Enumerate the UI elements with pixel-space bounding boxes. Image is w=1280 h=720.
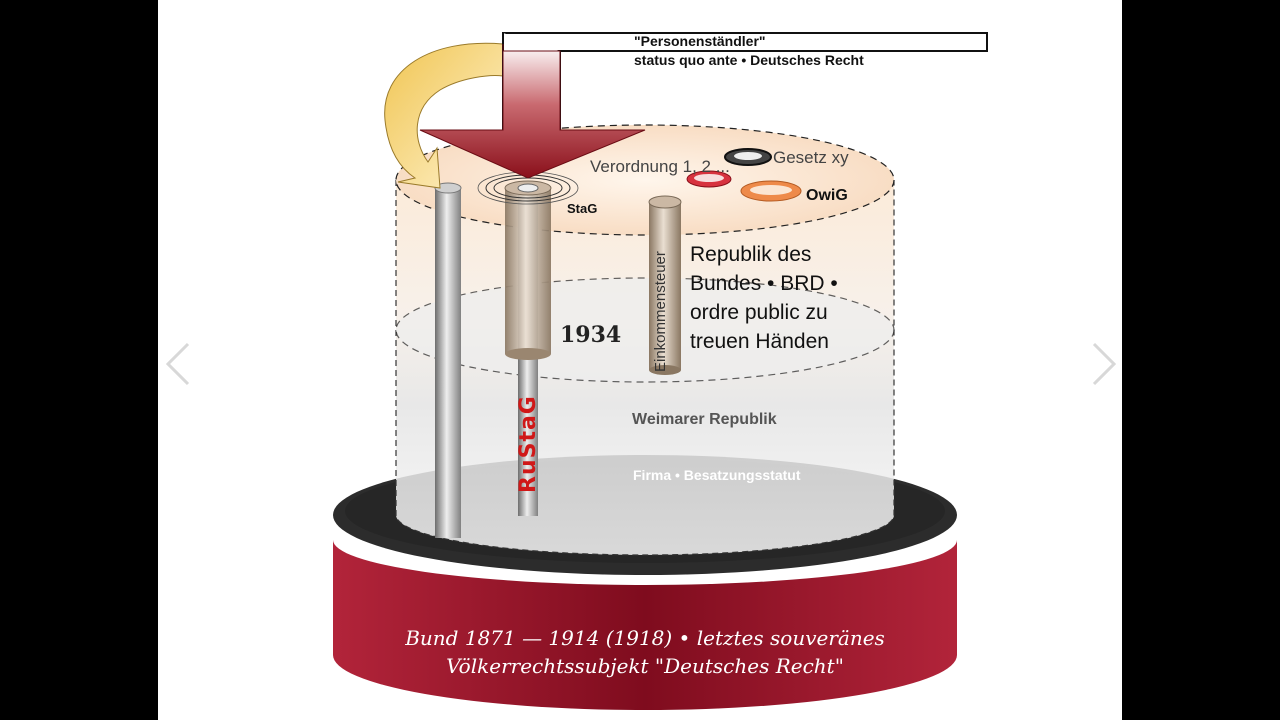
rustag-label: RuStaG	[516, 395, 541, 493]
chevron-left-icon	[165, 342, 190, 386]
owig-label: OwiG	[806, 187, 848, 204]
einkommensteuer-label: Einkommensteuer	[652, 251, 669, 372]
personenstaendler-label: "Personenständler"	[634, 33, 766, 49]
weimar-label: Weimarer Republik	[632, 411, 777, 428]
slide-next-button[interactable]	[1090, 340, 1120, 388]
chevron-right-icon	[1092, 342, 1117, 386]
republik-line: Bundes • BRD •	[690, 272, 838, 295]
status-quo-label: status quo ante • Deutsches Recht	[634, 52, 864, 68]
year-label: 1934	[560, 322, 622, 348]
gesetz-label: Gesetz xy	[773, 148, 849, 167]
stag-label: StaG	[567, 201, 598, 216]
verordnung-label: Verordnung 1, 2 ...	[590, 157, 730, 176]
firma-label: Firma • Besatzungsstatut	[633, 467, 801, 483]
republik-line: ordre public zu	[690, 301, 828, 324]
base-caption-line: Bund 1871 — 1914 (1918) • letztes souver…	[405, 626, 885, 650]
base-caption-line: Völkerrechtssubjekt "Deutsches Recht"	[446, 654, 844, 678]
republik-line: treuen Händen	[690, 330, 829, 353]
diagram-graphic	[333, 32, 988, 710]
slide	[158, 0, 1122, 720]
slide-prev-button[interactable]	[162, 340, 192, 388]
republik-line: Republik des	[690, 243, 812, 266]
